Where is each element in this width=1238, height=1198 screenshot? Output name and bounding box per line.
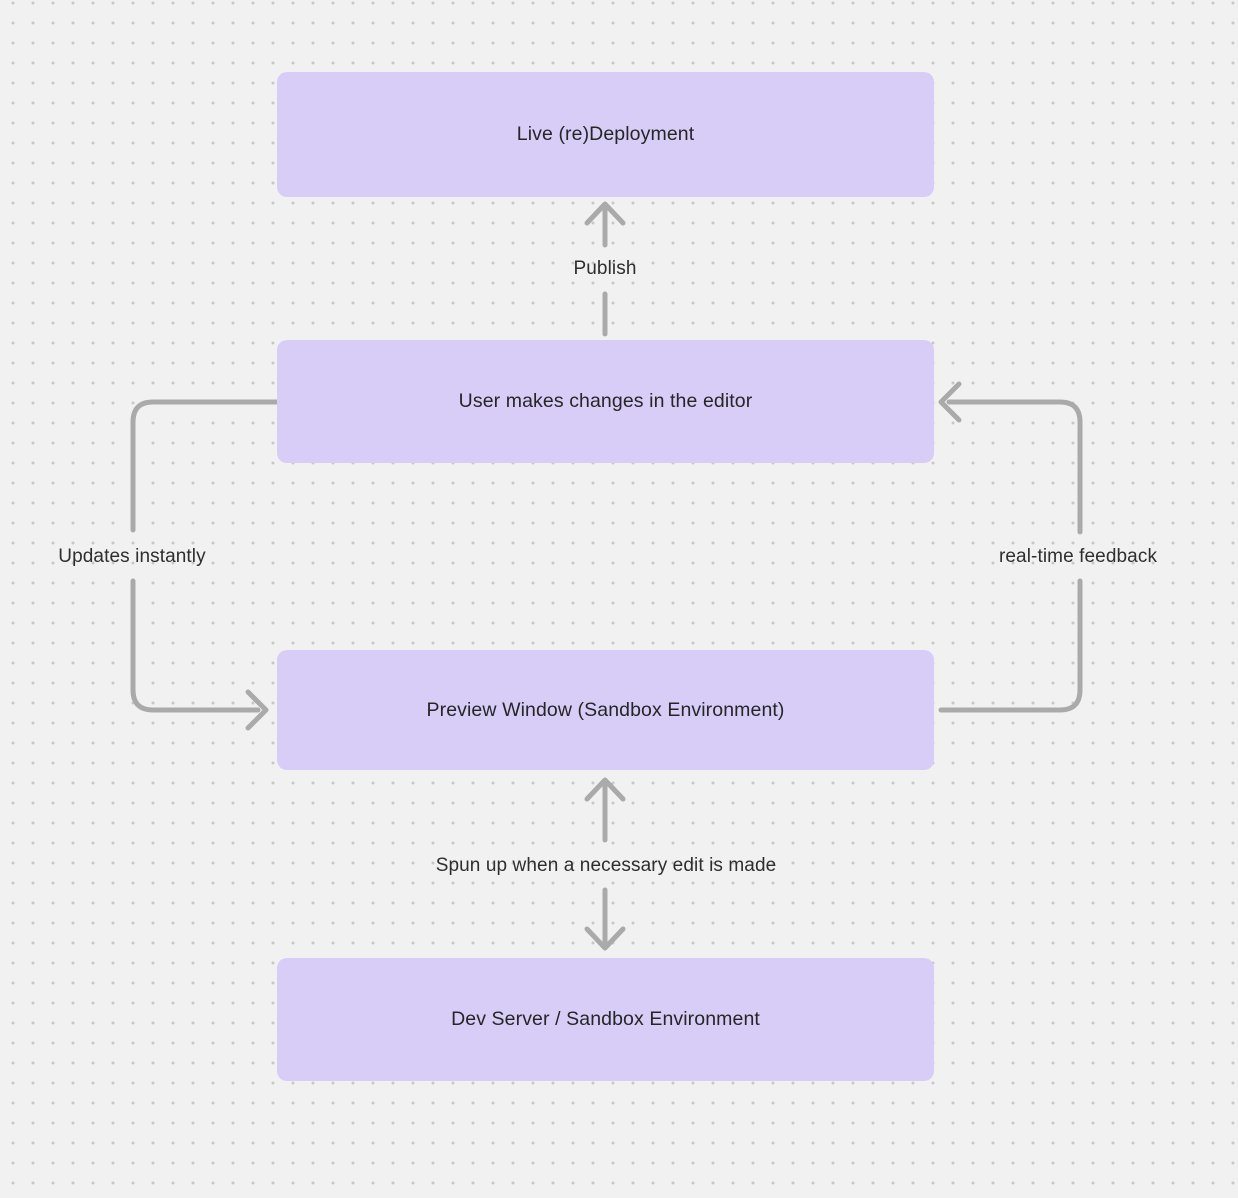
arrowhead-up-icon [584,777,626,802]
node-label: Preview Window (Sandbox Environment) [426,698,785,721]
edge-label-spun-up: Spun up when a necessary edit is made [435,855,777,876]
arrowhead-down-icon [584,926,626,951]
node-dev-server: Dev Server / Sandbox Environment [277,958,934,1081]
arrowhead-left-icon [938,381,962,423]
edge-label-publish: Publish [573,258,637,279]
arrowhead-right-icon [245,689,269,731]
node-label: User makes changes in the editor [458,390,753,412]
node-live-deployment: Live (re)Deployment [277,72,934,197]
node-label: Live (re)Deployment [516,123,695,145]
edge-label-updates-instantly: Updates instantly [58,546,206,567]
node-label: Dev Server / Sandbox Environment [451,1008,760,1030]
node-user-editor: User makes changes in the editor [277,340,934,463]
arrowhead-up-icon [584,201,626,226]
edge-label-realtime-feedback: real-time feedback [998,546,1158,567]
node-preview-window: Preview Window (Sandbox Environment) [277,650,934,770]
